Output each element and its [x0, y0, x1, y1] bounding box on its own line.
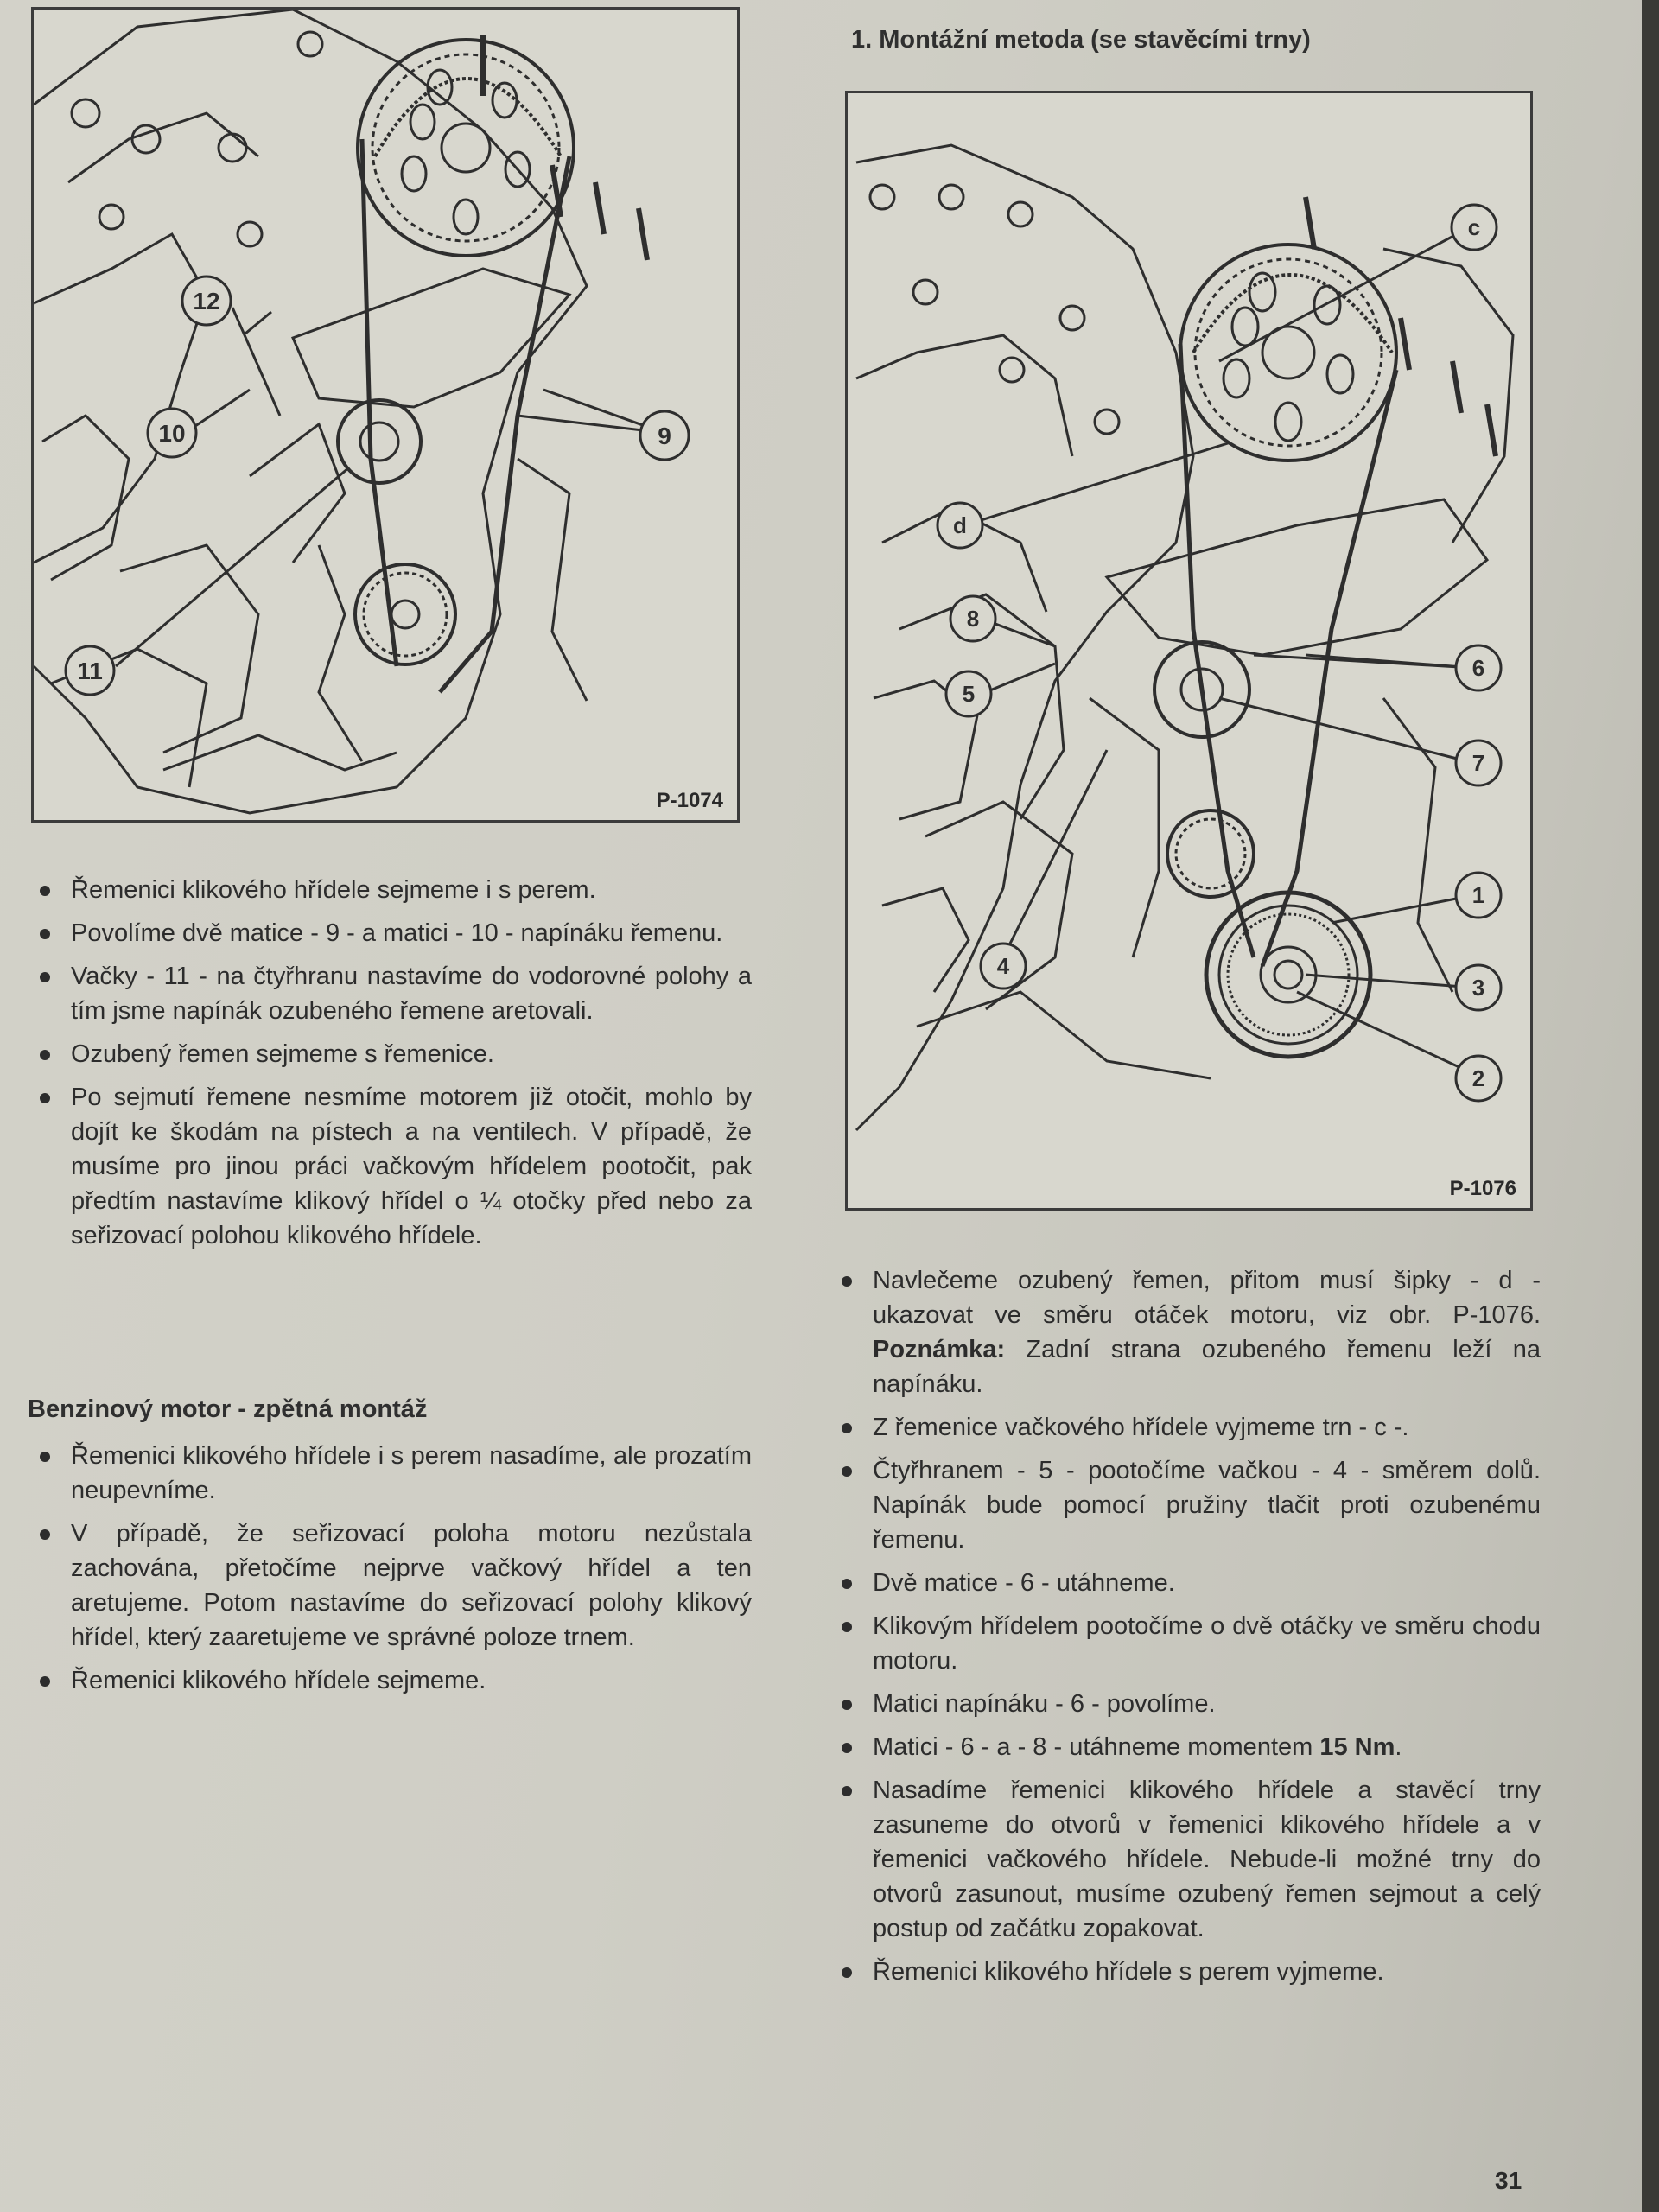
note-label: Poznámka:	[873, 1336, 1006, 1363]
page-number: 31	[1495, 2167, 1522, 2194]
torque-end: .	[1395, 1733, 1402, 1761]
svg-text:8: 8	[967, 606, 979, 632]
callout-6: 6	[1454, 644, 1503, 692]
list-item: Čtyřhranem - 5 - pootočíme vačkou - 4 - …	[836, 1453, 1541, 1557]
reassembly-steps-list: Řemenici klikového hřídele i s perem nas…	[35, 1439, 752, 1707]
callout-c: c	[1450, 203, 1498, 251]
page-edge-shadow	[1642, 0, 1659, 2212]
list-item: Nasadíme řemenici klikového hřídele a st…	[836, 1773, 1541, 1946]
svg-text:d: d	[953, 512, 967, 538]
removal-steps-list: Řemenici klikového hřídele sejmeme i s p…	[35, 873, 752, 1262]
method-heading: 1. Montážní metoda (se stavěcími trny)	[851, 26, 1311, 54]
svg-text:10: 10	[158, 420, 185, 447]
svg-text:12: 12	[193, 288, 219, 315]
callout-2: 2	[1454, 1054, 1503, 1103]
svg-text:7: 7	[1472, 750, 1484, 776]
callout-group-right: c d 8 5 6	[936, 203, 1503, 1103]
svg-text:c: c	[1468, 214, 1480, 240]
note-text: Zadní strana ozubeného řemenu leží na na…	[873, 1336, 1541, 1398]
callout-8: 8	[949, 594, 997, 643]
list-item: Vačky - 11 - na čtyřhranu nastavíme do v…	[35, 959, 752, 1028]
engine-drawing-right: c d 8 5 6	[855, 143, 1515, 1132]
installation-steps-list: Navlečeme ozubený řemen, přitom musí šip…	[836, 1263, 1541, 1998]
list-item: Řemenici klikového hřídele i s perem nas…	[35, 1439, 752, 1508]
callout-9: 9	[639, 410, 690, 461]
list-item: Matici napínáku - 6 - povolíme.	[836, 1687, 1541, 1721]
svg-text:3: 3	[1472, 975, 1484, 1001]
list-item: Povolíme dvě matice - 9 - a matici - 10 …	[35, 916, 752, 950]
figure-label-p1076: P-1076	[1444, 1175, 1522, 1203]
svg-text:6: 6	[1472, 655, 1484, 681]
list-item: Z řemenice vačkového hřídele vyjmeme trn…	[836, 1410, 1541, 1445]
svg-text:4: 4	[997, 953, 1010, 979]
engine-figure-p1076: c d 8 5 6	[845, 91, 1533, 1211]
list-item: Řemenici klikového hřídele sejmeme.	[35, 1663, 752, 1698]
callout-10: 10	[146, 407, 198, 459]
engine-drawing-left: 12 10 9 11	[34, 10, 690, 815]
callout-7: 7	[1454, 739, 1503, 787]
list-item-text: Navlečeme ozubený řemen, přitom musí šip…	[873, 1267, 1541, 1329]
callout-group-left: 12 10 9 11	[64, 275, 690, 696]
callout-d: d	[936, 501, 984, 550]
callout-11: 11	[64, 645, 116, 696]
svg-text:11: 11	[77, 658, 103, 684]
svg-text:5: 5	[963, 681, 975, 707]
list-item: V případě, že seřizovací poloha motoru n…	[35, 1516, 752, 1655]
callout-4: 4	[979, 942, 1027, 990]
list-item: Dvě matice - 6 - utáhneme.	[836, 1566, 1541, 1600]
callout-5: 5	[944, 670, 993, 718]
list-item: Po sejmutí řemene nesmíme motorem již ot…	[35, 1080, 752, 1253]
svg-text:9: 9	[658, 423, 671, 449]
list-item: Řemenici klikového hřídele s perem vyjme…	[836, 1955, 1541, 1989]
list-item: Řemenici klikového hřídele sejmeme i s p…	[35, 873, 752, 907]
callout-1: 1	[1454, 871, 1503, 919]
engine-figure-p1074: 12 10 9 11 P-1074	[31, 7, 740, 823]
callout-12: 12	[181, 275, 232, 327]
section-heading-reassembly: Benzinový motor - zpětná montáž	[28, 1395, 428, 1423]
torque-text: Matici - 6 - a - 8 - utáhneme momentem	[873, 1733, 1313, 1761]
list-item: Ozubený řemen sejmeme s řemenice.	[35, 1037, 752, 1071]
list-item: Matici - 6 - a - 8 - utáhneme momentem 1…	[836, 1730, 1541, 1764]
list-item: Klikovým hřídelem pootočíme o dvě otáčky…	[836, 1609, 1541, 1678]
torque-value: 15 Nm	[1319, 1733, 1395, 1761]
svg-text:1: 1	[1472, 882, 1484, 908]
figure-label-p1074: P-1074	[651, 787, 728, 815]
list-item: Navlečeme ozubený řemen, přitom musí šip…	[836, 1263, 1541, 1402]
svg-text:2: 2	[1472, 1065, 1484, 1091]
callout-3: 3	[1454, 963, 1503, 1012]
